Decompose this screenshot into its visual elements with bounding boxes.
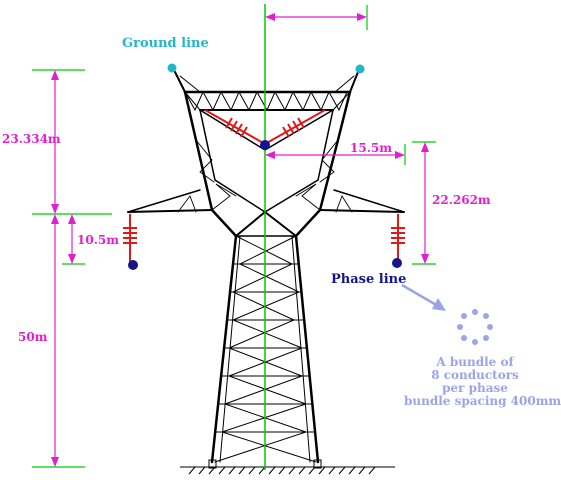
dimension-23-334m: 23.334m (2, 132, 61, 146)
bundle-line-2: 8 conductors (431, 368, 519, 382)
bundle-pointer-arrow (401, 283, 446, 311)
right-ground-wire (355, 64, 365, 74)
dimension-lines (32, 5, 436, 468)
dimension-15-5m: 15.5m (350, 141, 392, 155)
center-phase-conductor (260, 140, 270, 150)
phase-line-label: Phase line (331, 272, 407, 287)
tower-structure (127, 71, 405, 464)
conductor-bundle (457, 309, 493, 345)
bundle-line-4: bundle spacing 400mm (404, 394, 561, 408)
bundle-description: A bundle of 8 conductors per phase bundl… (404, 355, 561, 408)
right-phase-conductor (392, 258, 402, 268)
ground-hatching (180, 466, 395, 475)
bundle-line-3: per phase (442, 381, 508, 395)
dimension-50m: 50m (18, 330, 48, 344)
dimension-10-5m: 10.5m (77, 233, 119, 247)
bundle-line-1: A bundle of (436, 355, 514, 369)
dimension-22-262m: 22.262m (432, 193, 491, 207)
left-ground-wire (167, 63, 177, 73)
ground-line-label: Ground line (122, 36, 209, 51)
left-phase-conductor (128, 260, 138, 270)
insulator-strings (123, 109, 405, 262)
